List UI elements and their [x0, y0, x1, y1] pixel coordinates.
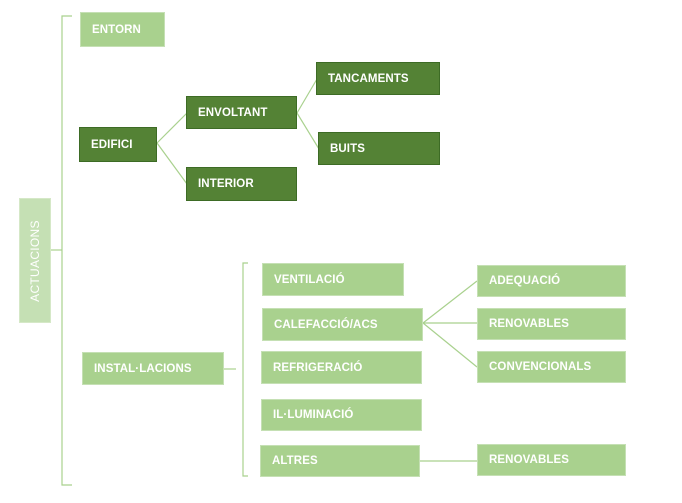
node-illuminacio: IL·LUMINACIÓ [261, 399, 422, 431]
node-renovables-calefaccio: RENOVABLES [477, 308, 626, 340]
node-convencionals-label: CONVENCIONALS [489, 361, 592, 373]
node-ventilacio-label: VENTILACIÓ [274, 273, 345, 286]
root-node: ACTUACIONS [19, 198, 51, 323]
edifici-to-interior [156, 142, 188, 185]
node-interior: INTERIOR [186, 167, 297, 201]
node-calefaccio-label: CALEFACCIÓ/ACS [274, 318, 378, 331]
calefaccio-to-convencionals [422, 322, 478, 368]
calefaccio-to-adequacio [422, 280, 478, 324]
edifici-to-envoltant [156, 112, 188, 144]
node-envoltant-label: ENVOLTANT [198, 106, 268, 119]
node-interior-label: INTERIOR [198, 178, 254, 190]
node-renovables-calefaccio-label: RENOVABLES [489, 318, 570, 330]
node-entorn: ENTORN [80, 12, 165, 47]
node-altres-label: ALTRES [272, 455, 318, 467]
node-buits: BUITS [318, 132, 440, 165]
node-adequacio: ADEQUACIÓ [477, 265, 626, 297]
node-entorn-label: ENTORN [92, 23, 141, 36]
node-tancaments: TANCAMENTS [316, 62, 440, 95]
node-installacions-label: INSTAL·LACIONS [94, 362, 192, 375]
node-renovables-altres-label: RENOVABLES [489, 454, 570, 466]
envoltant-to-tancaments [296, 78, 318, 114]
node-refrigeracio-label: REFRIGERACIÓ [273, 361, 363, 374]
installacions-bracket [242, 262, 248, 477]
node-renovables-altres: RENOVABLES [477, 444, 626, 476]
node-installacions: INSTAL·LACIONS [82, 352, 224, 385]
node-refrigeracio: REFRIGERACIÓ [261, 351, 422, 384]
node-tancaments-label: TANCAMENTS [328, 72, 409, 85]
node-envoltant: ENVOLTANT [186, 96, 297, 129]
node-altres: ALTRES [260, 445, 420, 477]
node-edifici-label: EDIFICI [91, 138, 133, 151]
node-illuminacio-label: IL·LUMINACIÓ [273, 409, 354, 421]
node-convencionals: CONVENCIONALS [477, 351, 626, 383]
node-buits-label: BUITS [330, 142, 365, 155]
node-adequacio-label: ADEQUACIÓ [489, 275, 561, 287]
root-label: ACTUACIONS [28, 219, 42, 302]
node-calefaccio: CALEFACCIÓ/ACS [262, 308, 423, 341]
node-edifici: EDIFICI [79, 127, 157, 162]
main-bracket [61, 15, 72, 486]
node-ventilacio: VENTILACIÓ [262, 263, 404, 296]
envoltant-to-buits [296, 112, 320, 150]
